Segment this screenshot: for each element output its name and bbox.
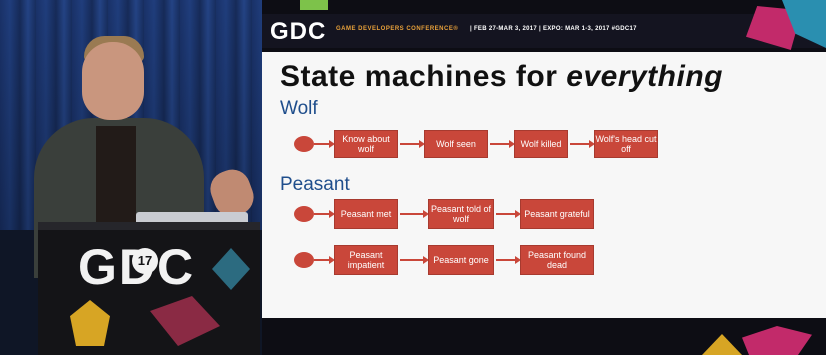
transition-arrow — [490, 140, 515, 148]
state-box: Peasant met — [334, 199, 398, 229]
state-box: Wolf seen — [424, 130, 488, 158]
state-box: Peasant found dead — [520, 245, 594, 275]
state-start-node — [294, 206, 314, 222]
transition-arrow — [570, 140, 595, 148]
conference-dates: | FEB 27-MAR 3, 2017 | EXPO: MAR 1-3, 20… — [470, 26, 637, 32]
speaker-camera-view: GDC 17 — [0, 0, 262, 355]
state-box: Peasant impatient — [334, 245, 398, 275]
state-box: Peasant grateful — [520, 199, 594, 229]
transition-arrow — [400, 256, 429, 264]
state-start-node — [294, 252, 314, 268]
transition-arrow — [314, 140, 335, 148]
state-box: Wolf's head cut off — [594, 130, 658, 158]
transition-arrow — [400, 210, 429, 218]
section-label-wolf: Wolf — [280, 98, 318, 119]
speaker-head — [82, 42, 144, 120]
state-box: Wolf killed — [514, 130, 568, 158]
green-corner-tab — [300, 0, 328, 10]
conference-name: GAME DEVELOPERS CONFERENCE® — [336, 26, 459, 32]
state-box: Know about wolf — [334, 130, 398, 158]
slide-footer-bar — [262, 318, 826, 355]
slide-title-emphasis: everything — [566, 60, 723, 93]
slide-gdc-logo: GDC — [270, 18, 327, 45]
section-label-peasant: Peasant — [280, 174, 350, 195]
state-start-node — [294, 136, 314, 152]
transition-arrow — [314, 210, 335, 218]
transition-arrow — [496, 256, 521, 264]
transition-arrow — [400, 140, 425, 148]
presentation-slide: GDC GAME DEVELOPERS CONFERENCE® | FEB 27… — [262, 0, 826, 355]
slide-header-bar — [262, 14, 826, 48]
slide-title: State machines for everything — [280, 60, 723, 93]
transition-arrow — [496, 210, 521, 218]
state-box: Peasant gone — [428, 245, 494, 275]
transition-arrow — [314, 256, 335, 264]
state-box: Peasant told of wolf — [428, 199, 494, 229]
podium-logo-badge: 17 — [132, 248, 158, 274]
